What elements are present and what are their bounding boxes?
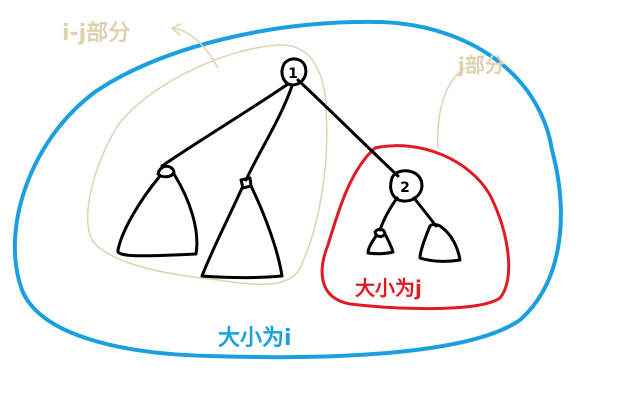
node-2: 2 <box>389 169 424 203</box>
region-size-j <box>320 144 511 311</box>
node-1: 1 <box>280 57 308 87</box>
region-i-minus-j <box>87 44 328 286</box>
label-i-minus-j-part: i-j部分 <box>62 20 130 46</box>
subtree-node2-right <box>418 223 462 263</box>
label-size-i: 大小为i <box>218 326 292 351</box>
subtree-middle-tip <box>239 176 253 190</box>
edge-root-right <box>296 78 400 178</box>
edge-root-left <box>160 82 290 168</box>
edge-root-middle <box>244 84 294 182</box>
edge-node2-left <box>378 196 399 232</box>
callout-arrow-left <box>171 23 219 69</box>
label-j-part: j部分 <box>457 53 505 77</box>
subtree-middle-triangle <box>200 184 284 279</box>
subtree-left-tip <box>156 164 176 179</box>
edge-node2-right <box>412 196 438 228</box>
node-2-circle <box>389 169 424 203</box>
tree-edges <box>160 78 400 182</box>
outer-region-size-i <box>12 19 563 360</box>
subtree-left-triangle <box>116 172 199 258</box>
node-1-circle <box>280 57 308 87</box>
subtree-node2-left-triangle <box>366 232 395 256</box>
node-2-edges <box>378 196 438 232</box>
node-1-label: 1 <box>288 66 298 82</box>
subtree-left <box>116 164 199 258</box>
callout-line-right <box>437 67 466 149</box>
label-size-j: 大小为j <box>355 276 422 300</box>
subtree-middle <box>200 176 284 279</box>
node-2-label: 2 <box>400 180 410 196</box>
subtree-node2-left <box>366 227 395 256</box>
subtree-node2-right-triangle <box>418 223 462 263</box>
